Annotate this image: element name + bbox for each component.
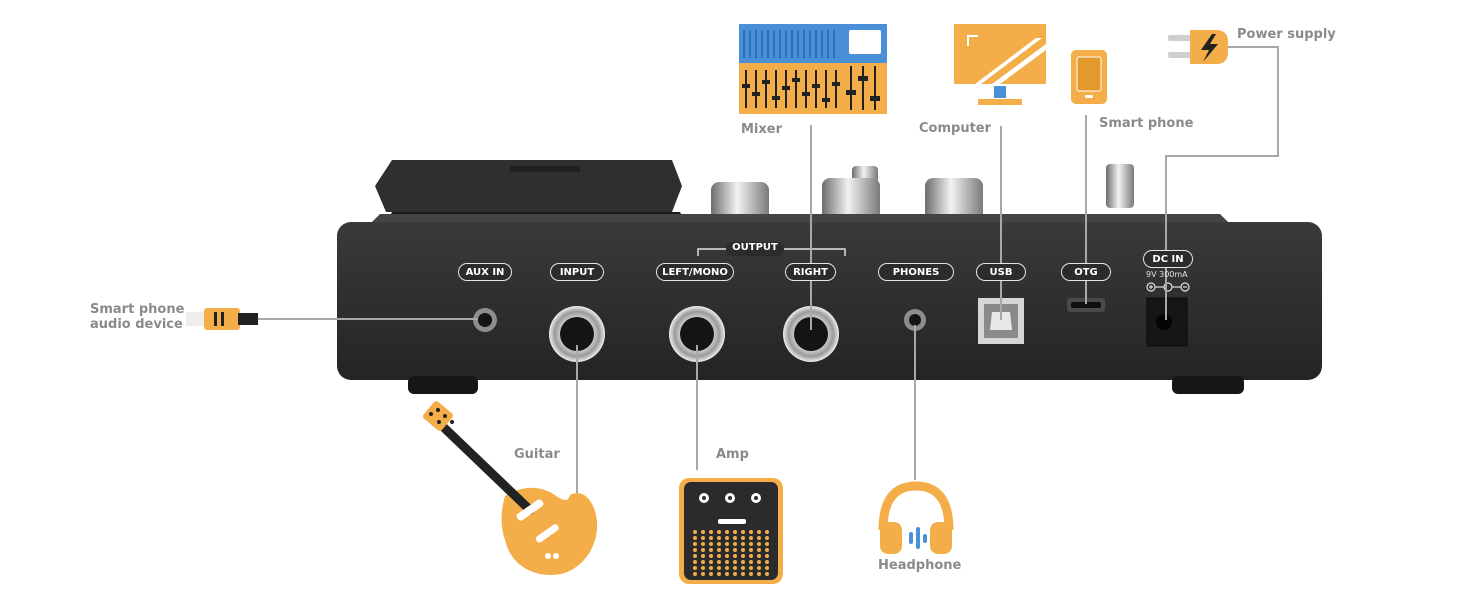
port-label-otg: OTG: [1061, 263, 1111, 281]
smartphone-icon: [1071, 50, 1107, 104]
smartphone-label: Smart phone: [1099, 116, 1194, 131]
port-label-dc-in: DC IN: [1143, 250, 1193, 268]
aux-device-label-line2: audio device: [90, 317, 183, 332]
aux-device-label: Smart phone audio device: [90, 302, 184, 332]
power-plug-icon: [1168, 30, 1228, 64]
mixer-label: Mixer: [741, 122, 783, 137]
port-label-aux-in: AUX IN: [458, 263, 512, 281]
port-label-phones: PHONES: [878, 263, 954, 281]
pedal-device: [337, 160, 1322, 394]
port-label-usb: USB: [976, 263, 1026, 281]
port-label-left-mono: LEFT/MONO: [656, 263, 734, 281]
port-label-output: OUTPUT: [726, 242, 784, 256]
headphone-label: Headphone: [878, 558, 962, 573]
guitar-label: Guitar: [514, 447, 560, 462]
aux-device-label-line1: Smart phone: [90, 302, 185, 317]
aux-cable-icon: [186, 308, 258, 330]
computer-icon: [954, 24, 1046, 105]
dc-spec-label: 9V 300mA: [1146, 270, 1188, 279]
headphone-icon: [878, 481, 954, 554]
amp-label: Amp: [716, 447, 749, 462]
power-supply-label: Power supply: [1237, 27, 1336, 42]
port-label-input: INPUT: [550, 263, 604, 281]
connection-lines: [258, 46, 1279, 500]
amp-icon: [679, 478, 783, 584]
mixer-icon: [739, 24, 887, 114]
amp-grille: [693, 530, 769, 576]
computer-label: Computer: [919, 121, 992, 136]
polarity-symbol: [1146, 282, 1190, 292]
port-label-right: RIGHT: [785, 263, 836, 281]
guitar-icon: [422, 401, 598, 576]
